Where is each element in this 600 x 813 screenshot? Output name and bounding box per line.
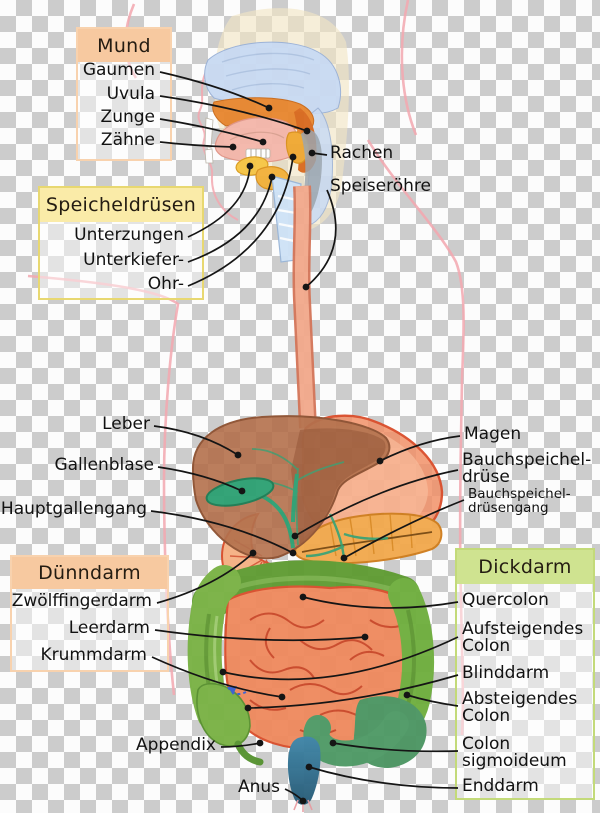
label-unterzungen: Unterzungen <box>74 225 184 245</box>
appendix-organ <box>234 740 264 766</box>
label-anus: Anus <box>237 777 280 797</box>
label-colon_sigmoideum: Colon sigmoideum <box>462 734 567 772</box>
label-leerdarm: Leerdarm <box>68 618 150 638</box>
label-zunge: Zunge <box>100 107 155 127</box>
group-box-speicheldruesen: Speicheldrüsen <box>38 186 204 300</box>
label-quercolon: Quercolon <box>462 590 549 610</box>
group-box-dickdarm: Dickdarm <box>455 548 595 800</box>
label-speiseroehre: Speiseröhre <box>330 176 431 196</box>
group-box-title-speicheldruesen: Speicheldrüsen <box>40 188 202 222</box>
rectum <box>287 736 321 812</box>
group-box-duenndarm: Dünndarm <box>10 555 169 672</box>
label-hauptgallengang: Hauptgallengang <box>0 499 147 519</box>
label-absteigendes_colon: Absteigendes Colon <box>462 689 578 727</box>
group-box-title-duenndarm: Dünndarm <box>12 557 167 589</box>
group-box-title-mund: Mund <box>78 29 170 62</box>
label-zwoelffingerdarm: Zwölffingerdarm <box>11 591 152 611</box>
label-unterkiefer: Unterkiefer- <box>83 250 184 270</box>
label-uvula: Uvula <box>106 84 155 104</box>
label-krummdarm: Krummdarm <box>40 645 148 665</box>
label-ohr: Ohr- <box>147 274 184 294</box>
label-rachen: Rachen <box>330 143 394 163</box>
label-aufsteigendes_colon: Aufsteigendes Colon <box>462 619 584 657</box>
label-magen: Magen <box>464 424 522 444</box>
label-gallenblase: Gallenblase <box>54 455 154 475</box>
group-box-title-dickdarm: Dickdarm <box>457 550 593 584</box>
head-cross-section <box>204 8 349 263</box>
label-bauchspeicheldruese: Bauchspeichel- drüse <box>462 450 592 488</box>
esophagus <box>292 185 317 429</box>
label-zaehne: Zähne <box>100 130 155 150</box>
label-enddarm: Enddarm <box>462 776 539 796</box>
group-box-mund: Mund <box>76 27 172 161</box>
label-bauchspeicheldruesengang: Bauchspeichel- drüsengang <box>468 486 571 516</box>
label-appendix: Appendix <box>135 735 216 755</box>
label-leber: Leber <box>102 414 150 434</box>
label-gaumen: Gaumen <box>82 60 155 80</box>
sigmoid-colon <box>303 711 409 767</box>
label-blinddarm: Blinddarm <box>462 663 550 683</box>
